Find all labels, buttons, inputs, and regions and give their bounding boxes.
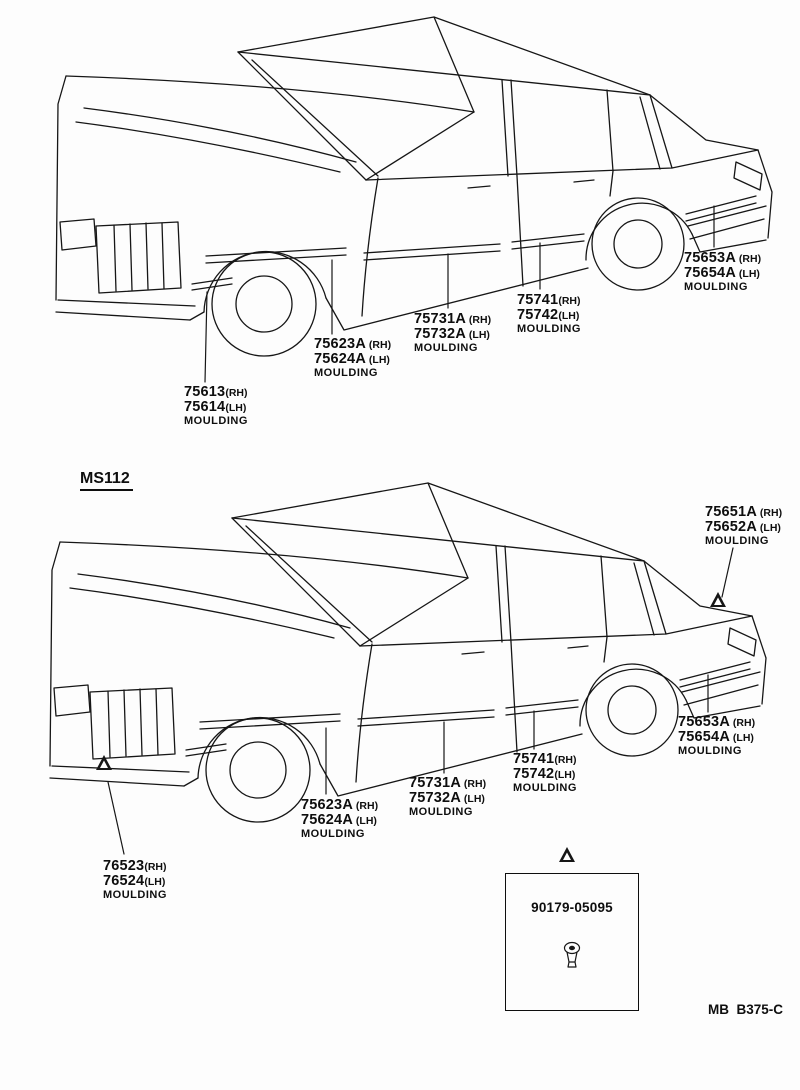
part-number-lh: 75624A (LH) [301, 812, 377, 828]
part-number-lh: 75614(LH) [184, 399, 247, 415]
part-number-lh: 75654A (LH) [684, 265, 760, 281]
car-diagram-bottom [49, 482, 767, 823]
part-caption: MOULDING [103, 889, 167, 901]
part-number-rh: 75653A (RH) [678, 714, 756, 730]
part-number-lh: 76524(LH) [103, 873, 166, 889]
part-label-75651a-bottom: 75651A (RH) 75652A (LH) MOULDING [705, 504, 782, 548]
part-label-75613-top: 75613(RH) 75614(LH) MOULDING [184, 384, 248, 428]
car-diagram-top [55, 16, 773, 357]
part-number-rh: 76523(RH) [103, 858, 167, 874]
part-number-rh: 75613(RH) [184, 384, 248, 400]
part-caption: MOULDING [414, 342, 478, 354]
part-caption: MOULDING [513, 782, 577, 794]
part-number-lh: 75742(LH) [517, 307, 580, 323]
part-number-lh: 75732A (LH) [409, 790, 485, 806]
part-number-rh: 75741(RH) [513, 751, 577, 767]
part-number-rh: 75731A (RH) [409, 775, 487, 791]
part-label-75623a-top: 75623A (RH) 75624A (LH) MOULDING [314, 336, 391, 380]
part-caption: MOULDING [314, 367, 378, 379]
part-caption: MOULDING [301, 828, 365, 840]
model-code: MS112 [80, 470, 133, 491]
part-number-rh: 75731A (RH) [414, 311, 492, 327]
part-number-rh: 75651A (RH) [705, 504, 783, 520]
part-label-75741-top: 75741(RH) 75742(LH) MOULDING [517, 292, 581, 336]
part-label-75741-bottom: 75741(RH) 75742(LH) MOULDING [513, 751, 577, 795]
part-caption: MOULDING [684, 281, 748, 293]
part-number-rh: 75653A (RH) [684, 250, 762, 266]
part-label-75731a-bottom: 75731A (RH) 75732A (LH) MOULDING [409, 775, 486, 819]
part-label-75653a-top: 75653A (RH) 75654A (LH) MOULDING [684, 250, 761, 294]
part-label-75623a-bottom: 75623A (RH) 75624A (LH) MOULDING [301, 797, 378, 841]
part-number-lh: 75742(LH) [513, 766, 576, 782]
part-caption: MOULDING [409, 806, 473, 818]
sheet-code: MB B375-C [708, 1002, 784, 1017]
part-label-76523-bottom: 76523(RH) 76524(LH) MOULDING [103, 858, 167, 902]
leader-lines-top-car [204, 205, 715, 383]
part-label-75731a-top: 75731A (RH) 75732A (LH) MOULDING [414, 311, 491, 355]
part-caption: MOULDING [678, 745, 742, 757]
fastener-legend-box: 90179-05095 [505, 873, 639, 1011]
part-label-75653a-bottom: 75653A (RH) 75654A (LH) MOULDING [678, 714, 755, 758]
leader-lines-bottom-car [107, 547, 734, 855]
part-caption: MOULDING [705, 535, 769, 547]
fastener-part-number: 90179-05095 [531, 900, 613, 915]
triangle-marker-back-panel-icon [710, 592, 726, 607]
part-caption: MOULDING [517, 323, 581, 335]
part-number-rh: 75623A (RH) [301, 797, 379, 813]
triangle-marker-legend-icon [559, 847, 575, 862]
part-number-rh: 75741(RH) [517, 292, 581, 308]
part-number-lh: 75654A (LH) [678, 729, 754, 745]
part-number-lh: 75652A (LH) [705, 519, 781, 535]
part-number-lh: 75624A (LH) [314, 351, 390, 367]
part-number-rh: 75623A (RH) [314, 336, 392, 352]
part-caption: MOULDING [184, 415, 248, 427]
part-number-lh: 75732A (LH) [414, 326, 490, 342]
fastener-clip-icon [563, 941, 581, 968]
